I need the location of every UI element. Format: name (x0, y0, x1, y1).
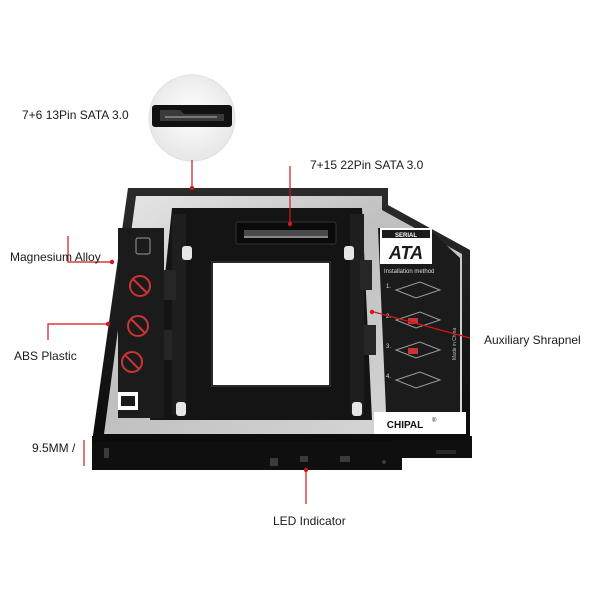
warning-sticker (118, 228, 164, 418)
install-title: Installation method (384, 269, 434, 275)
sata-13pin-label: 7+6 13Pin SATA 3.0 (22, 108, 129, 122)
sata-zoom-circle (148, 74, 236, 162)
thickness-label: 9.5MM / (32, 441, 76, 455)
install-step-3: 3. (386, 344, 391, 350)
badge-main-text: ATA (388, 243, 423, 263)
led-indicator-light (300, 456, 308, 462)
magnesium-alloy-label: Magnesium Alloy (10, 250, 101, 264)
install-step-2: 2. (386, 314, 391, 320)
sata-22pin-label: 7+15 22Pin SATA 3.0 (310, 158, 424, 172)
made-in-text: Made in China (452, 328, 458, 360)
sata-22pin-connector (235, 221, 337, 245)
abs-plastic-label: ABS Plastic (14, 349, 77, 363)
caddy-frame (92, 188, 472, 470)
callout-lines (47, 160, 471, 504)
install-sticker: SERIAL ATA Installation method 1. 2. 3. … (374, 228, 466, 434)
led-indicator-label: LED Indicator (273, 514, 346, 528)
install-step-4: 4. (386, 374, 391, 380)
frame-side-details (104, 448, 456, 466)
auxiliary-shrapnel-label: Auxiliary Shrapnel (484, 333, 581, 347)
badge-top-text: SERIAL (395, 233, 417, 239)
callout-dots (105, 185, 375, 473)
brand-reg-mark: ® (432, 417, 437, 424)
brand-logo-text: CHIPAL (387, 420, 423, 431)
install-step-1: 1. (386, 284, 391, 290)
